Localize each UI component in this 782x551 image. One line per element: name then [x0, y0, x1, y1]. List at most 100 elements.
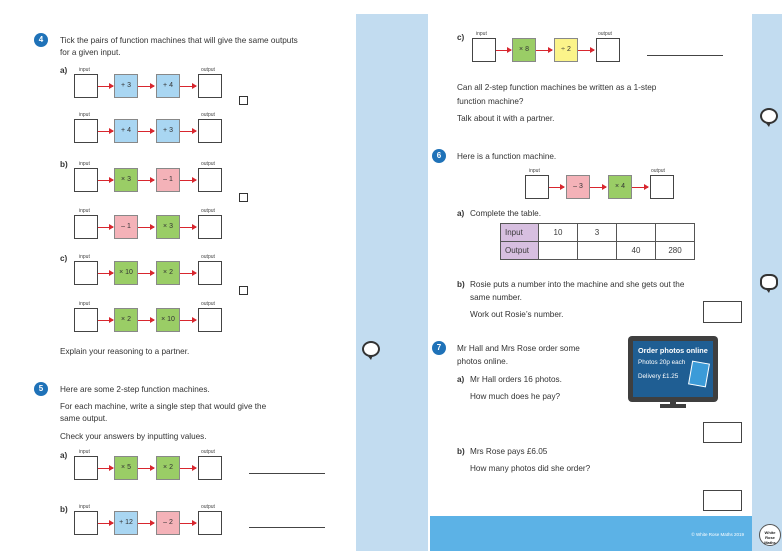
output-box — [650, 175, 674, 199]
function-step: × 3 — [114, 168, 138, 192]
arrow-icon — [98, 82, 114, 90]
tv-delivery: Delivery £1.25 — [638, 373, 679, 380]
arrow-icon — [180, 464, 197, 472]
question-number: 6 — [432, 149, 446, 163]
input-label: input — [79, 301, 90, 307]
arrow-icon — [180, 176, 197, 184]
arrow-icon — [98, 464, 114, 472]
function-step: × 4 — [608, 175, 632, 199]
q7a-text: How much does he pay? — [470, 392, 561, 401]
function-step: × 5 — [114, 456, 138, 480]
question-number: 7 — [432, 341, 446, 355]
function-step: – 1 — [114, 215, 138, 239]
output-box — [198, 215, 222, 239]
arrow-icon — [98, 176, 114, 184]
part-label: a) — [60, 451, 68, 460]
table-row: Input 10 3 — [500, 223, 695, 242]
arrow-icon — [536, 46, 553, 54]
output-box — [198, 261, 222, 285]
input-label: input — [529, 168, 540, 174]
q5-talk: Talk about it with a partner. — [457, 114, 555, 123]
arrow-icon — [98, 316, 114, 324]
function-step: – 2 — [156, 511, 180, 535]
input-label: input — [79, 67, 90, 73]
function-step: × 8 — [512, 38, 536, 62]
table-cell: 3 — [577, 223, 617, 242]
function-step: × 3 — [156, 215, 180, 239]
table-header: Input — [500, 223, 539, 242]
q7a-text: Mr Hall orders 16 photos. — [470, 375, 562, 384]
table-cell[interactable] — [577, 241, 617, 260]
q5-instruction: For each machine, write a single step th… — [60, 402, 267, 411]
output-box — [198, 511, 222, 535]
speech-bubble-icon — [362, 341, 380, 360]
q5-instruction: Check your answers by inputting values. — [60, 432, 207, 441]
part-label: a) — [60, 66, 68, 75]
function-step: ÷ 2 — [554, 38, 578, 62]
input-box — [74, 168, 98, 192]
q7b-text: Mrs Rose pays £6.05 — [470, 447, 548, 456]
answer-line[interactable] — [647, 55, 723, 56]
table-cell[interactable] — [616, 223, 656, 242]
arrow-icon — [180, 519, 197, 527]
arrow-icon — [180, 316, 197, 324]
answer-box[interactable] — [703, 301, 742, 323]
q5-question: function machine? — [457, 97, 524, 106]
output-box — [198, 456, 222, 480]
function-step: + 4 — [114, 119, 138, 143]
tick-checkbox[interactable] — [239, 193, 248, 202]
arrow-icon — [138, 464, 155, 472]
part-label: c) — [60, 254, 68, 263]
input-box — [74, 456, 98, 480]
arrow-icon — [138, 82, 155, 90]
input-label: input — [79, 254, 90, 260]
part-label: a) — [457, 375, 465, 384]
output-label: output — [651, 168, 665, 174]
arrow-icon — [138, 269, 155, 277]
answer-box[interactable] — [703, 490, 742, 511]
input-label: input — [79, 112, 90, 118]
table-cell[interactable] — [655, 223, 695, 242]
q5-instruction: Here are some 2-step function machines. — [60, 385, 210, 394]
function-step: + 3 — [114, 74, 138, 98]
q4-explain: Explain your reasoning to a partner. — [60, 347, 190, 356]
q7-intro: Mr Hall and Mrs Rose order some — [457, 344, 580, 353]
q4-instruction-cont: for a given input. — [60, 48, 121, 57]
arrow-icon — [138, 519, 155, 527]
input-box — [74, 308, 98, 332]
function-step: – 3 — [566, 175, 590, 199]
q6b-text: Work out Rosie’s number. — [470, 310, 564, 319]
table-header: Output — [500, 241, 539, 260]
output-box — [198, 308, 222, 332]
output-label: output — [201, 254, 215, 260]
table-cell: 280 — [655, 241, 695, 260]
function-step: × 2 — [156, 261, 180, 285]
function-table: Input 10 3 Output 40 280 — [500, 223, 695, 260]
output-box — [596, 38, 620, 62]
question-number: 4 — [34, 33, 48, 47]
copyright-text: © White Rose Maths 2019 — [691, 532, 744, 537]
q6b-text: same number. — [470, 293, 522, 302]
tick-checkbox[interactable] — [239, 286, 248, 295]
output-label: output — [201, 301, 215, 307]
tick-checkbox[interactable] — [239, 96, 248, 105]
answer-box[interactable] — [703, 422, 742, 443]
q5-question: Can all 2-step function machines be writ… — [457, 83, 657, 92]
input-label: input — [79, 504, 90, 510]
output-label: output — [598, 31, 612, 37]
input-label: input — [79, 161, 90, 167]
thought-cloud-icon — [760, 274, 778, 293]
tv-stand — [660, 404, 686, 408]
table-cell[interactable] — [538, 241, 578, 260]
answer-line[interactable] — [249, 527, 325, 528]
answer-line[interactable] — [249, 473, 325, 474]
arrow-icon — [590, 183, 607, 191]
arrow-icon — [180, 82, 197, 90]
function-step: – 1 — [156, 168, 180, 192]
table-row: Output 40 280 — [500, 241, 695, 260]
input-box — [74, 261, 98, 285]
input-box — [74, 511, 98, 535]
input-box — [74, 215, 98, 239]
arrow-icon — [138, 127, 155, 135]
output-label: output — [201, 67, 215, 73]
